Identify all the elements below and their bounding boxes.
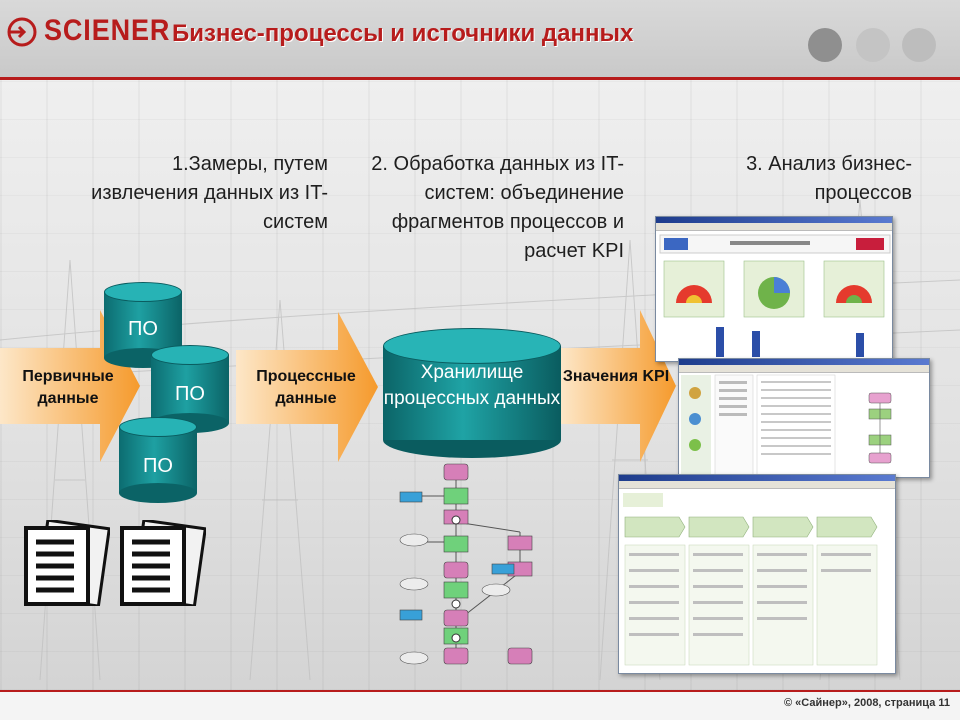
logo-text: SCIENER bbox=[44, 14, 171, 47]
process-flow-diagram bbox=[399, 463, 533, 665]
process-data-label: Процессные данные bbox=[256, 368, 356, 407]
software-source-1: ПО bbox=[104, 282, 182, 370]
sciener-logo-icon bbox=[7, 17, 37, 47]
header-bar: SCIENER Бизнес-процессы и источники данн… bbox=[0, 0, 960, 80]
nav-dot-2[interactable] bbox=[856, 28, 890, 62]
step-3-caption: 3. Анализ бизнес-процессов bbox=[746, 153, 912, 204]
nav-dot-1[interactable] bbox=[808, 28, 842, 62]
document-icon bbox=[24, 520, 110, 606]
step-2-caption: 2. Обработка данных из IT-систем: объеди… bbox=[371, 153, 624, 262]
software-source-3: ПО bbox=[119, 417, 197, 505]
kpi-arrow bbox=[560, 310, 676, 462]
kpi-label: Значения KPI bbox=[562, 368, 670, 385]
footer-copyright: © «Сайнер», 2008, страница 11 bbox=[784, 697, 950, 709]
process-data-arrow bbox=[236, 312, 378, 462]
nav-dot-3[interactable] bbox=[902, 28, 936, 62]
process-data-storage bbox=[383, 328, 561, 458]
process-manager-screenshot bbox=[678, 358, 930, 478]
process-cockpit-screenshot bbox=[618, 474, 896, 674]
page-title: Бизнес-процессы и источники данных bbox=[172, 20, 634, 47]
footer-divider bbox=[0, 690, 960, 692]
primary-data-label: Первичные данные bbox=[22, 368, 114, 407]
kpi-dashboard-screenshot bbox=[655, 216, 893, 362]
document-icon bbox=[120, 520, 206, 606]
step-1-caption: 1.Замеры, путем извлечения данных из IT-… bbox=[91, 153, 328, 233]
storage-label: Хранилище процессных данных bbox=[383, 362, 561, 409]
